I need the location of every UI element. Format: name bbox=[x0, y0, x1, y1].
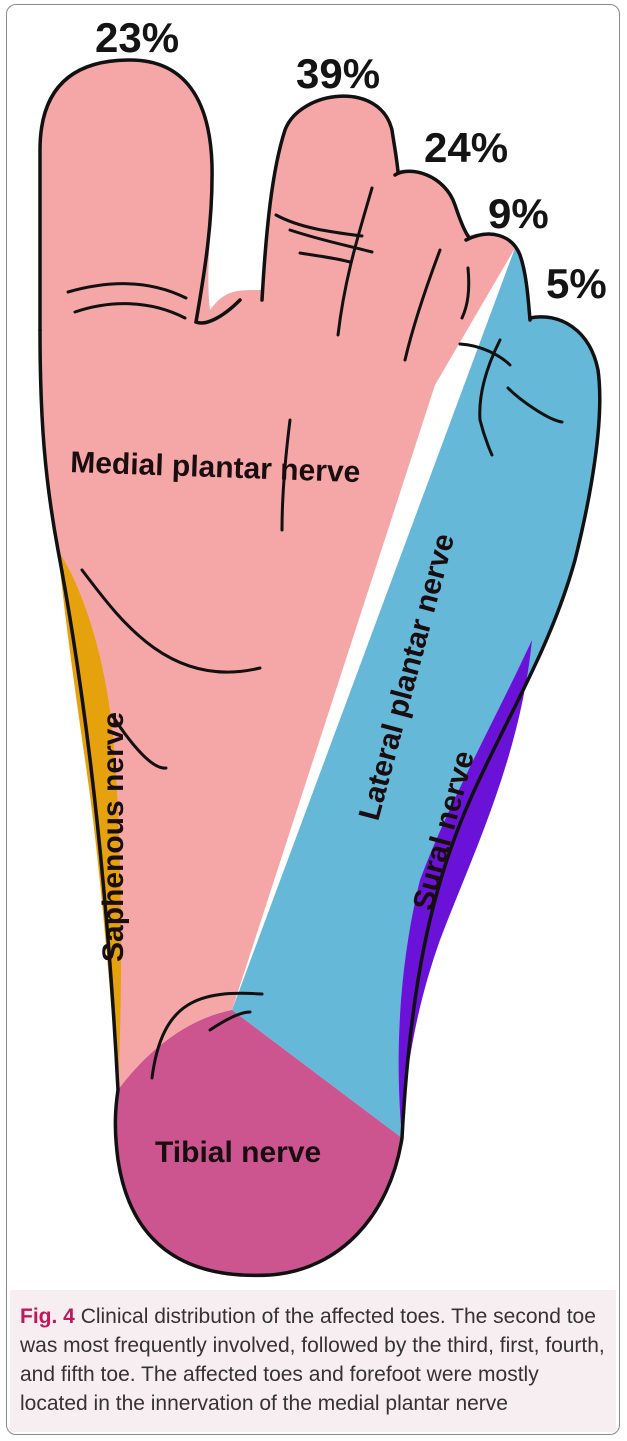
fifth-toe-percentage: 5% bbox=[546, 260, 607, 307]
foot-diagram: 23% 39% 24% 9% 5% Medial plantar nerve L… bbox=[0, 0, 627, 1290]
figure-caption: Fig. 4 Clinical distribution of the affe… bbox=[20, 1302, 610, 1418]
caption-label: Fig. 4 bbox=[20, 1305, 75, 1328]
fourth-toe-percentage: 9% bbox=[488, 190, 549, 237]
first-toe-percentage: 23% bbox=[95, 14, 179, 61]
saphenous-label: Saphenous nerve bbox=[97, 712, 130, 962]
caption-text: Clinical distribution of the affected to… bbox=[20, 1305, 605, 1415]
tibial-label: Tibial nerve bbox=[155, 1136, 321, 1169]
second-toe-percentage: 39% bbox=[296, 50, 380, 97]
third-toe-percentage: 24% bbox=[424, 124, 508, 171]
